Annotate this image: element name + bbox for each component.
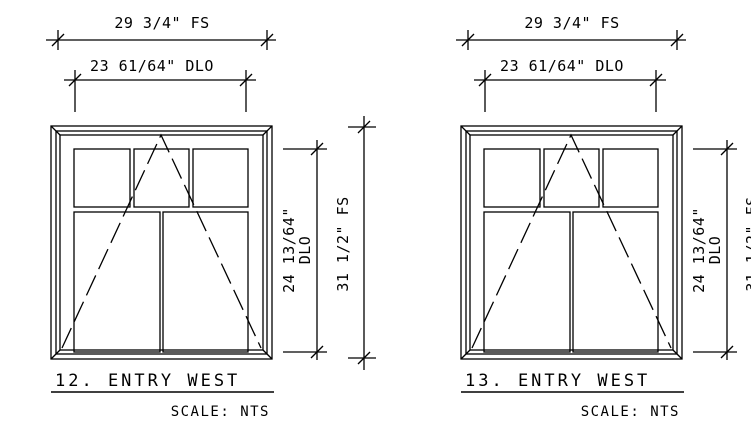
window-13-labels: 29 3/4" FS 23 61/64" DLO 24 13/64" DLO 3… <box>465 14 751 420</box>
frame-height-label: 31 1/2" FS <box>334 196 352 291</box>
top-right-lite <box>602 148 659 208</box>
window-frame-inner <box>465 130 678 355</box>
top-left-lite <box>73 148 131 208</box>
top-center-lite <box>543 148 600 208</box>
scale-note: SCALE: NTS <box>171 404 270 420</box>
window-title: 13. ENTRY WEST <box>465 371 650 391</box>
window-sash <box>59 134 264 351</box>
dlo-width-label: 23 61/64" DLO <box>90 57 214 75</box>
dlo-height-label: 24 13/64" <box>280 207 298 293</box>
dlo-height-label: 24 13/64" <box>690 207 708 293</box>
window-elevation-12 <box>46 30 376 393</box>
top-right-lite <box>192 148 249 208</box>
frame-width-label: 29 3/4" FS <box>524 14 619 32</box>
window-title: 12. ENTRY WEST <box>55 371 240 391</box>
window-sash <box>469 134 674 351</box>
bottom-left-lite <box>73 211 161 353</box>
bottom-right-lite <box>572 211 659 353</box>
frame-width-label: 29 3/4" FS <box>114 14 209 32</box>
window-outer-frame <box>50 125 273 360</box>
swing-indicator-lines <box>61 133 262 349</box>
top-center-lite <box>133 148 190 208</box>
frame-height-label: 31 1/2" FS <box>743 196 751 291</box>
dlo-width-label: 23 61/64" DLO <box>500 57 624 75</box>
scale-note: SCALE: NTS <box>581 404 680 420</box>
dlo-height-label-suffix: DLO <box>706 236 724 265</box>
bottom-right-lite <box>162 211 249 353</box>
dlo-height-label-suffix: DLO <box>296 236 314 265</box>
bottom-left-lite <box>483 211 571 353</box>
window-outer-frame <box>460 125 683 360</box>
swing-indicator-lines <box>471 133 672 349</box>
window-elevation-13 <box>456 30 737 393</box>
top-left-lite <box>483 148 541 208</box>
window-12-labels: 29 3/4" FS 23 61/64" DLO 24 13/64" DLO 3… <box>55 14 352 420</box>
window-frame-inner <box>55 130 268 355</box>
